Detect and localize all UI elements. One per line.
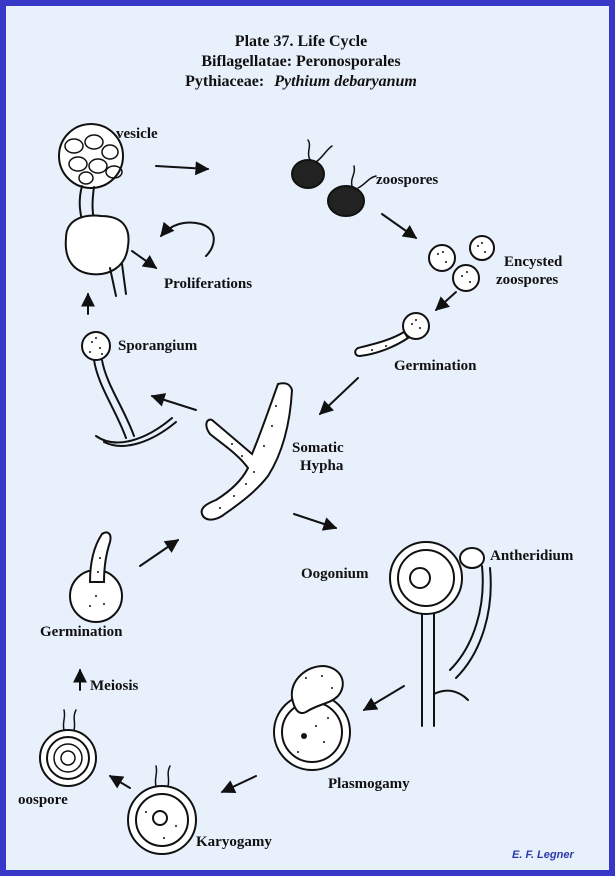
arrow-germination-to-hypha	[139, 539, 180, 567]
oogonium-antheridium-drawing	[389, 541, 492, 727]
label-somatic-line-2: Hypha	[300, 458, 344, 474]
sporangium-drawing	[81, 331, 177, 447]
label-zoospores: zoospores	[376, 172, 438, 188]
proliferation-curl	[131, 221, 215, 269]
germinating-zoospore-drawing	[354, 312, 430, 358]
label-vesicle: vesicle	[116, 126, 158, 142]
title-line-1: Plate 37. Life Cycle	[235, 33, 367, 50]
arrow-karyogamy-to-oospore	[108, 775, 131, 789]
oospore-drawing	[39, 709, 97, 787]
title-line-3: Pythiaceae: Pythium debaryanum	[185, 73, 417, 90]
label-plasmogamy: Plasmogamy	[328, 776, 410, 792]
zoospores-drawing	[291, 139, 377, 217]
encysted-zoospores-drawing	[428, 235, 495, 292]
label-encysted-line-2: zoospores	[496, 272, 558, 288]
title-species: Pythium debaryanum	[273, 73, 417, 90]
plasmogamy-drawing	[273, 664, 351, 771]
arrow-encysted-to-germination	[434, 291, 457, 311]
life-cycle-diagram: Plate 37. Life Cycle Biflagellatae: Pero…	[18, 33, 574, 861]
label-somatic-line-1: Somatic	[292, 440, 344, 456]
arrow-hypha-to-sporangium	[150, 393, 197, 411]
vesicle-drawing	[58, 123, 130, 297]
arrow-germination-to-hypha	[318, 377, 359, 415]
label-oogonium: Oogonium	[301, 566, 369, 582]
label-antheridium: Antheridium	[490, 548, 574, 564]
somatic-hypha-drawing	[200, 382, 294, 521]
label-sporangium: Sporangium	[118, 338, 198, 354]
arrow-oogonium-to-plasmogamy	[362, 685, 405, 711]
credit: E. F. Legner	[512, 849, 574, 861]
label-germination-top: Germination	[394, 358, 477, 374]
label-proliferations: Proliferations	[164, 276, 252, 292]
label-oospore: oospore	[18, 792, 68, 808]
arrow-plasmogamy-to-karyogamy	[220, 775, 257, 793]
title-family: Pythiaceae:	[185, 73, 264, 90]
plate-title: Plate 37. Life Cycle Biflagellatae: Pero…	[185, 33, 417, 90]
label-germination-bottom: Germination	[40, 624, 123, 640]
label-meiosis: Meiosis	[90, 678, 138, 694]
title-line-2: Biflagellatae: Peronosporales	[201, 53, 400, 70]
arrow-hypha-to-oogonium	[293, 513, 338, 531]
label-karyogamy: Karyogamy	[196, 834, 272, 850]
arrow-vesicle-to-zoospores	[155, 161, 210, 176]
arrow-zoospores-to-encysted	[381, 213, 418, 239]
germinating-oospore-drawing	[69, 531, 123, 623]
karyogamy-drawing	[127, 765, 197, 855]
label-encysted-line-1: Encysted	[504, 254, 563, 270]
plate: Plate 37. Life Cycle Biflagellatae: Pero…	[6, 6, 609, 870]
